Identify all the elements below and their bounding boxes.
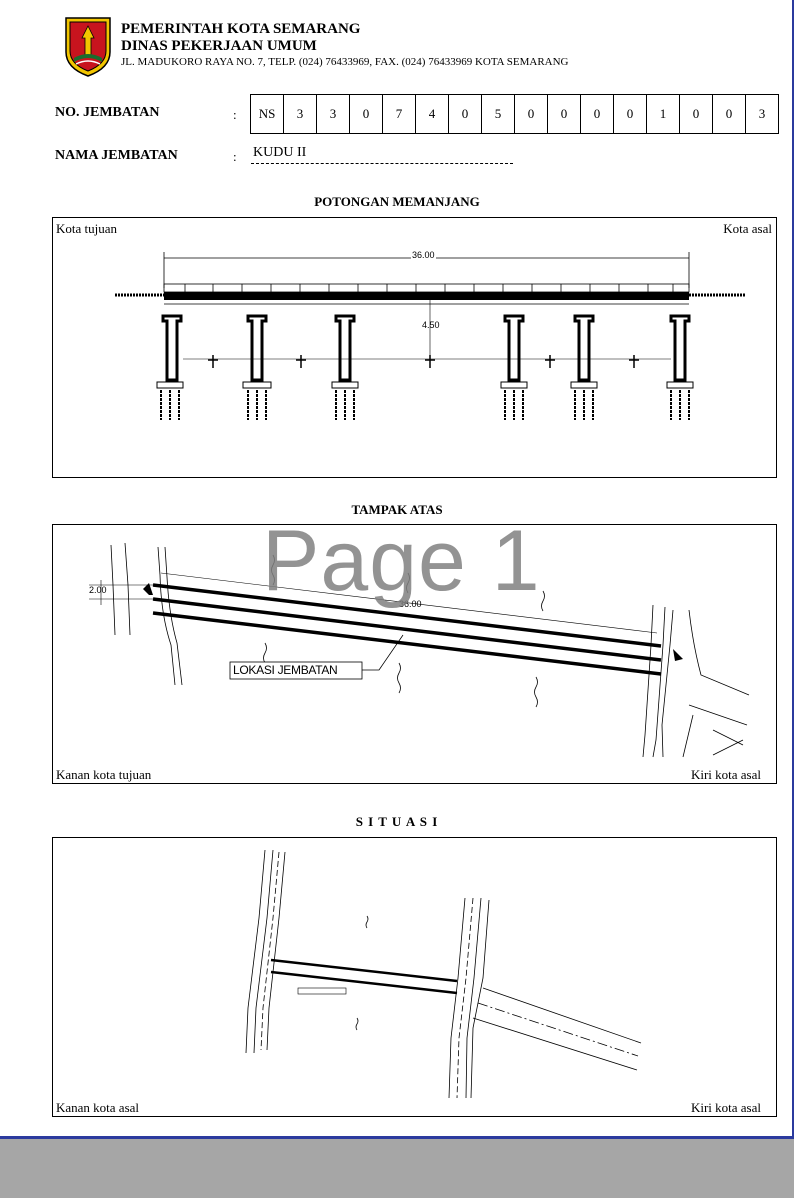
bridge-number-digit: 0 bbox=[713, 94, 746, 134]
header-government: PEMERINTAH KOTA SEMARANG bbox=[121, 21, 361, 37]
top-view-panel: 2.00 36.00 LOKASI JEMBATAN Kanan kota tu… bbox=[52, 524, 777, 784]
section-title-situation: S I T U A S I bbox=[355, 814, 439, 829]
bridge-number-label: NO. JEMBATAN bbox=[55, 105, 160, 120]
situation-left-label: Kanan kota asal bbox=[56, 1100, 140, 1115]
bridge-name-value: KUDU II bbox=[251, 145, 513, 164]
longitudinal-section-panel: Kota tujuan Kota asal bbox=[52, 217, 777, 478]
situation-right-label: Kiri kota asal bbox=[690, 1100, 761, 1115]
bridge-number-digit: 0 bbox=[581, 94, 614, 134]
bridge-number-digit: 3 bbox=[746, 94, 779, 134]
bridge-number-digit: 0 bbox=[680, 94, 713, 134]
top-view-right-label: Kiri kota asal bbox=[690, 767, 761, 782]
header-department: DINAS PEKERJAAN UMUM bbox=[121, 38, 317, 54]
situation-panel: Kanan kota asal Kiri kota asal bbox=[52, 837, 777, 1117]
bridge-number-digit: 3 bbox=[284, 94, 317, 134]
bridge-number-digit: 4 bbox=[416, 94, 449, 134]
longitudinal-section-drawing bbox=[115, 252, 745, 420]
bridge-number-colon: : bbox=[233, 107, 237, 122]
height-dimension-label: 4.50 bbox=[422, 320, 440, 330]
bridge-number-digit: 3 bbox=[317, 94, 350, 134]
header-address: JL. MADUKORO RAYA NO. 7, TELP. (024) 764… bbox=[121, 56, 569, 68]
width-dimension-label: 2.00 bbox=[89, 585, 107, 595]
bridge-number-digit: 0 bbox=[449, 94, 482, 134]
bridge-number-digit: 0 bbox=[614, 94, 647, 134]
bridge-location-label: LOKASI JEMBATAN bbox=[233, 663, 338, 677]
bridge-number-boxes: NS 3 3 0 7 4 0 5 0 0 0 0 1 0 0 3 bbox=[250, 94, 779, 134]
situation-map-drawing bbox=[245, 849, 642, 1099]
longitudinal-right-label: Kota asal bbox=[723, 221, 772, 236]
top-view-left-label: Kanan kota tujuan bbox=[56, 767, 152, 782]
bridge-name-colon: : bbox=[233, 149, 237, 164]
section-title-top-view: TAMPAK ATAS bbox=[351, 502, 443, 517]
bridge-number-digit: 0 bbox=[515, 94, 548, 134]
section-title-longitudinal: POTONGAN MEMANJANG bbox=[314, 194, 480, 209]
city-emblem-logo bbox=[65, 17, 111, 77]
bridge-number-digit: 0 bbox=[350, 94, 383, 134]
bridge-number-digit: 7 bbox=[383, 94, 416, 134]
bridge-name-label: NAMA JEMBATAN bbox=[55, 148, 178, 163]
document-page: PEMERINTAH KOTA SEMARANG DINAS PEKERJAAN… bbox=[0, 0, 794, 1139]
bridge-number-digit: NS bbox=[251, 94, 284, 134]
bridge-number-digit: 0 bbox=[548, 94, 581, 134]
longitudinal-left-label: Kota tujuan bbox=[56, 221, 118, 236]
span-dimension-label: 36.00 bbox=[411, 250, 436, 260]
bridge-number-digit: 5 bbox=[482, 94, 515, 134]
bridge-number-digit: 1 bbox=[647, 94, 680, 134]
length-dimension-label: 36.00 bbox=[399, 599, 422, 609]
top-view-drawing bbox=[89, 542, 750, 758]
